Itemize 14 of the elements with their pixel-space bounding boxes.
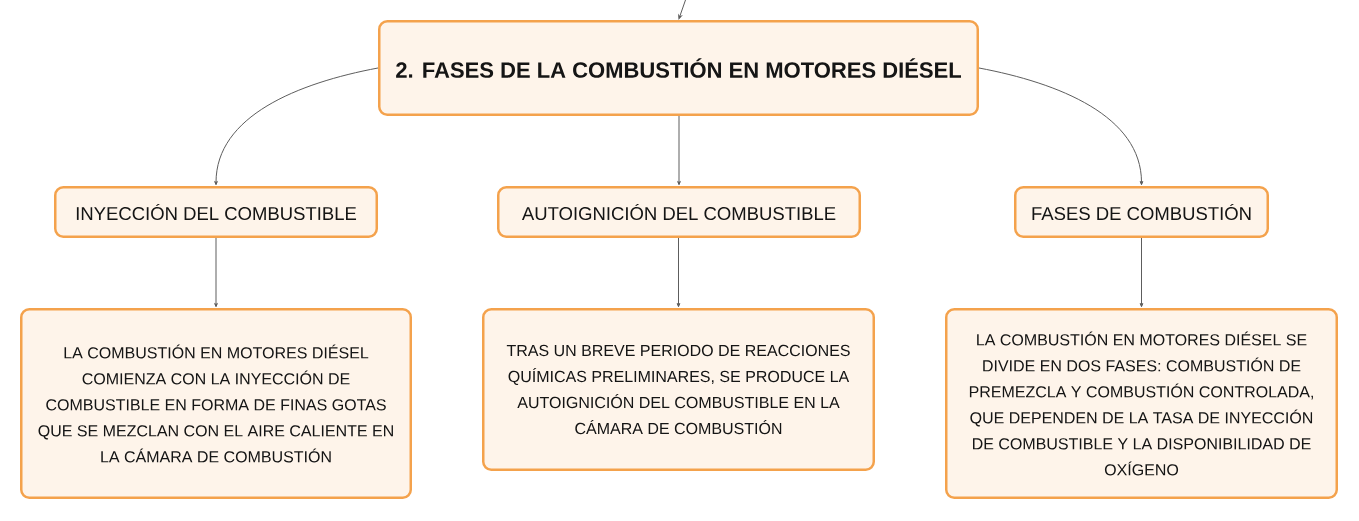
- connector-arrow: [676, 237, 681, 308]
- description-box: LA COMBUSTIÓN EN MOTORES DIÉSEL COMIENZA CON LA INYECCIÓN DE COMBUSTIBLE EN FORMA DE FINAS GOTAS QUE SE MEZCLAN CON EL AIRE CALIENTE EN LA CÁMARA DE COMBUSTIÓN: [20, 308, 412, 499]
- connector-arrow: [678, 0, 686, 20]
- description-box: LA COMBUSTIÓN EN MOTORES DIÉSEL SE DIVIDE EN DOS FASES: COMBUSTIÓN DE PREMEZCLA Y COMBUSTIÓN CONTROLADA, QUE DEPENDEN DE LA TASA DE INYECCIÓN DE COMBUSTIBLE Y LA DISPONIBILIDAD DE OXÍGENO: [945, 308, 1338, 499]
- topic-box: 2. FASES DE LA COMBUSTIÓN EN MOTORES DIÉSEL: [378, 20, 979, 116]
- subtopic-box: FASES DE COMBUSTIÓN: [1014, 186, 1269, 238]
- subtopic-box: INYECCIÓN DEL COMBUSTIBLE: [54, 186, 378, 238]
- connector-arrow: [1139, 237, 1144, 308]
- connector-arrow: [214, 237, 218, 308]
- description-box: TRAS UN BREVE PERIODO DE REACCIONES QUÍMICAS PRELIMINARES, SE PRODUCE LA AUTOIGNICIÓN DEL COMBUSTIBLE EN LA CÁMARA DE COMBUSTIÓN: [482, 308, 875, 471]
- connector-arrow: [677, 115, 681, 186]
- connector-arrow: [214, 67, 379, 186]
- connector-arrow: [978, 67, 1144, 186]
- subtopic-box: AUTOIGNICIÓN DEL COMBUSTIBLE: [497, 186, 861, 238]
